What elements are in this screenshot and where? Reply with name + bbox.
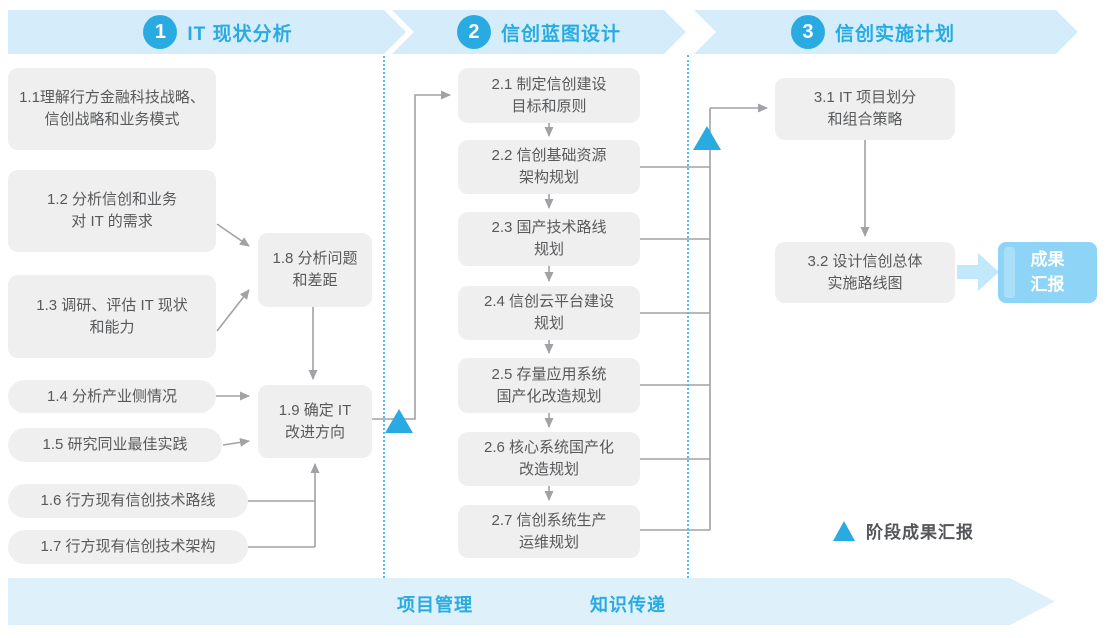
task-box-1-8: 1.8 分析问题 和差距 xyxy=(258,233,372,307)
phase-title: IT 现状分析 xyxy=(187,23,293,45)
task-box-3-2: 3.2 设计信创总体 实施路线图 xyxy=(775,242,955,303)
task-box-2-2: 2.2 信创基础资源 架构规划 xyxy=(458,140,640,194)
footer-label-knowledge-transfer: 知识传递 xyxy=(590,595,666,615)
legend-triangle-icon xyxy=(833,521,855,541)
task-box-2-5: 2.5 存量应用系统 国产化改造规划 xyxy=(458,358,640,413)
task-box-2-6: 2.6 核心系统国产化 改造规划 xyxy=(458,432,640,486)
task-box-1-6: 1.6 行方现有信创技术路线 xyxy=(8,484,248,518)
milestone-triangle-phase2-icon xyxy=(693,126,721,150)
task-box-2-1: 2.1 制定信创建设 目标和原则 xyxy=(458,68,640,123)
phase-number-badge: 3 xyxy=(791,15,825,49)
task-box-1-4: 1.4 分析产业侧情况 xyxy=(8,380,216,413)
task-box-1-7: 1.7 行方现有信创技术架构 xyxy=(8,530,248,564)
task-box-1-2: 1.2 分析信创和业务 对 IT 的需求 xyxy=(8,170,216,252)
phase-separator-1 xyxy=(383,56,385,578)
result-box-label: 成果 汇报 xyxy=(1030,249,1065,294)
task-box-2-3: 2.3 国产技术路线 规划 xyxy=(458,212,640,266)
task-box-1-1: 1.1理解行方金融科技战略、 信创战略和业务模式 xyxy=(8,68,216,150)
task-box-1-9: 1.9 确定 IT 改进方向 xyxy=(258,385,372,458)
result-arrow-icon xyxy=(957,253,999,291)
phase-number-badge: 2 xyxy=(457,15,491,49)
task-box-2-4: 2.4 信创云平台建设 规划 xyxy=(458,286,640,340)
task-box-3-1: 3.1 IT 项目划分 和组合策略 xyxy=(775,78,955,140)
phase-number-badge: 1 xyxy=(143,15,177,49)
phase-title: 信创实施计划 xyxy=(834,23,955,45)
footer-label-project-management: 项目管理 xyxy=(397,595,473,615)
task-box-1-5: 1.5 研究同业最佳实践 xyxy=(8,428,222,462)
phase-separator-2 xyxy=(687,55,689,578)
milestone-triangle-phase1-icon xyxy=(385,409,413,433)
phase-banner-2: 2 信创蓝图设计 xyxy=(392,10,686,54)
phase-title: 信创蓝图设计 xyxy=(500,23,621,45)
phase-banner-3: 3 信创实施计划 xyxy=(694,10,1078,54)
footer-band xyxy=(8,578,1055,625)
task-box-2-7: 2.7 信创系统生产 运维规划 xyxy=(458,505,640,558)
result-box-highlight xyxy=(1004,247,1015,298)
phase-banner-1: 1 IT 现状分析 xyxy=(8,10,406,54)
result-box: 成果 汇报 xyxy=(998,242,1097,303)
legend-label: 阶段成果汇报 xyxy=(866,523,974,542)
task-box-1-3: 1.3 调研、评估 IT 现状 和能力 xyxy=(8,275,216,358)
